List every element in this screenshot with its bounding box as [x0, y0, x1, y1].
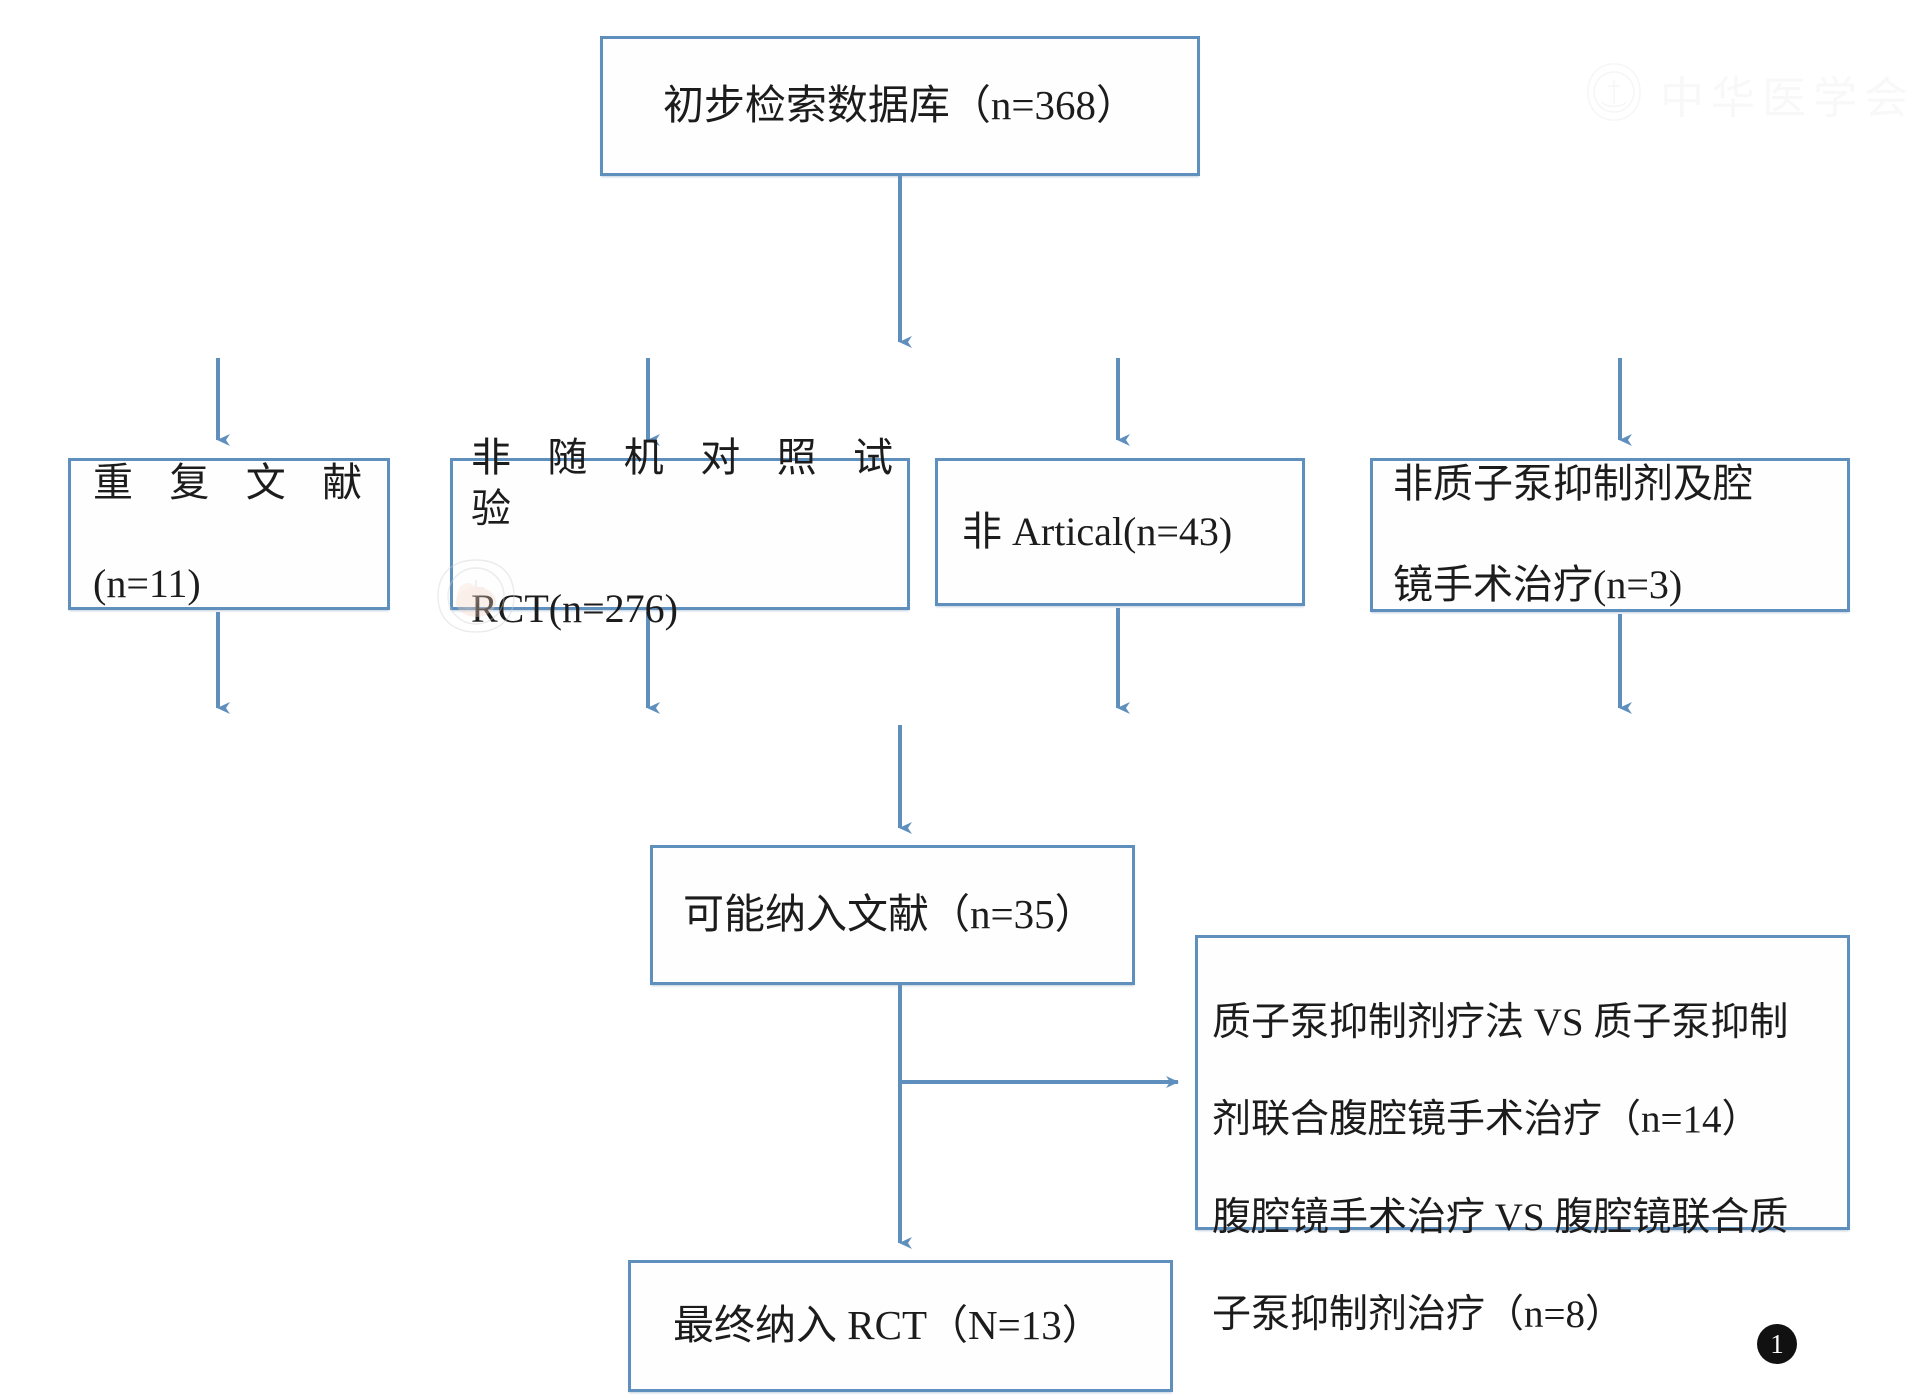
node-initial-search[interactable]: 初步检索数据库（n=368）	[600, 36, 1200, 176]
watermark-text: 中华医学会	[1660, 74, 1915, 123]
node-non-artical[interactable]: 非 Artical(n=43)	[935, 458, 1305, 606]
node-non-artical-label: 非 Artical(n=43)	[962, 508, 1233, 554]
node-comparisons-line2: 剂联合腹腔镜手术治疗（n=14）	[1212, 1098, 1761, 1142]
node-nonrct-line1: 非 随 机 对 照 试 验	[471, 435, 907, 531]
node-duplicate-line2: (n=11)	[93, 561, 201, 607]
node-comparisons-line4: 子泵抑制剂治疗（n=8）	[1212, 1293, 1624, 1337]
node-non-ppi-treatment[interactable]: 非质子泵抑制剂及腔 镜手术治疗(n=3)	[1370, 458, 1850, 612]
node-nonppi-line2: 镜手术治疗(n=3)	[1393, 562, 1683, 608]
node-non-randomized-trial[interactable]: 非 随 机 对 照 试 验 RCT(n=276)	[450, 435, 910, 631]
watermark-medical-association: 中华医学会	[1568, 46, 1908, 138]
node-nonppi-line1: 非质子泵抑制剂及腔	[1393, 461, 1753, 507]
node-final-included-rct[interactable]: 最终纳入 RCT（N=13）	[628, 1260, 1173, 1392]
node-non-randomized-trial-label: 非 随 机 对 照 试 验 RCT(n=276)	[453, 383, 907, 685]
node-comparisons-line3: 腹腔镜手术治疗 VS 腹腔镜联合质	[1212, 1195, 1789, 1239]
node-non-ppi-treatment-label: 非质子泵抑制剂及腔 镜手术治疗(n=3)	[1373, 409, 1847, 661]
node-initial-search-label: 初步检索数据库（n=368）	[662, 82, 1138, 129]
page-number-badge: 1	[1757, 1324, 1797, 1364]
node-nonrct-line2: RCT(n=276)	[471, 586, 678, 632]
node-possible-included[interactable]: 可能纳入文献（n=35）	[650, 845, 1135, 985]
node-duplicate-literature-label: 重 复 文 献 (n=11)	[71, 408, 387, 660]
node-possible-included-label: 可能纳入文献（n=35）	[683, 891, 1096, 938]
node-comparison-groups-label: 质子泵抑制剂疗法 VS 质子泵抑制 剂联合腹腔镜手术治疗（n=14） 腹腔镜手术…	[1198, 938, 1847, 1389]
node-duplicate-line1: 重 复 文 献	[93, 460, 376, 506]
node-duplicate-literature[interactable]: 重 复 文 献 (n=11)	[68, 458, 390, 610]
medical-association-seal-icon	[1587, 63, 1641, 121]
node-comparison-groups[interactable]: 质子泵抑制剂疗法 VS 质子泵抑制 剂联合腹腔镜手术治疗（n=14） 腹腔镜手术…	[1195, 935, 1850, 1336]
node-final-included-rct-label: 最终纳入 RCT（N=13）	[673, 1302, 1103, 1349]
node-comparisons-line1: 质子泵抑制剂疗法 VS 质子泵抑制	[1212, 1000, 1789, 1044]
